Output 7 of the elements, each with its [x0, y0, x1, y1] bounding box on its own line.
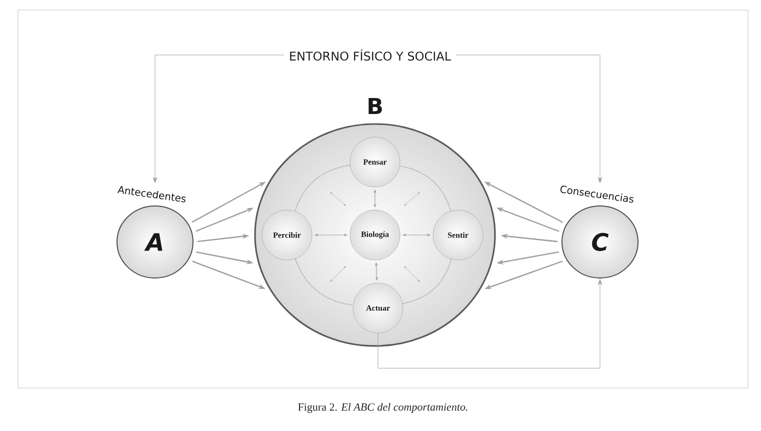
arrow [152, 54, 284, 183]
arrow [456, 54, 602, 183]
node-label: B [368, 98, 382, 114]
node-label: Antecedentes [117, 186, 186, 202]
arrow [378, 278, 602, 368]
caption: Figura 2. El ABC del comportamiento. [298, 403, 468, 413]
heading-text: ENTORNO FÍSICO Y SOCIAL [290, 49, 451, 61]
